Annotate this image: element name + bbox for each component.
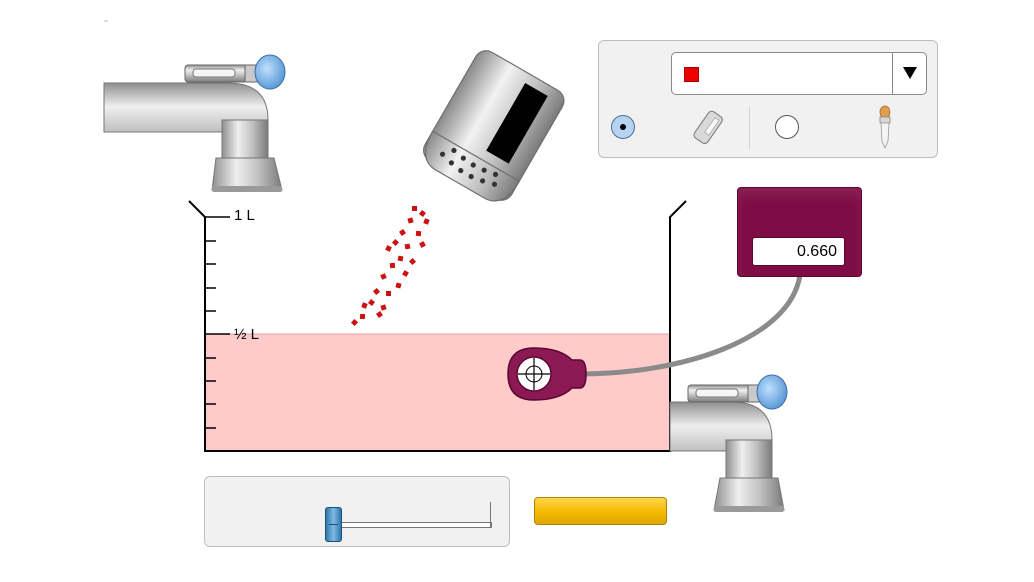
slider-grip [329, 524, 338, 525]
slider-track-end [490, 502, 491, 527]
evaporation-slider-thumb[interactable] [325, 507, 342, 542]
radio-dot [620, 124, 626, 130]
solute-particle [368, 299, 375, 306]
shaker-label [486, 83, 548, 164]
solute-particle [359, 313, 366, 320]
remove-solute-button[interactable] [534, 497, 667, 525]
drain-faucet [669, 374, 788, 512]
solute-particle [376, 311, 383, 318]
solute-particle [415, 230, 422, 237]
concentration-probe[interactable] [507, 347, 587, 401]
solute-color-swatch [684, 67, 699, 82]
evaporation-slider-panel [204, 476, 510, 547]
solute-particle [402, 270, 409, 277]
beaker [188, 200, 687, 452]
solute-particle [385, 290, 392, 297]
solute-particle [423, 218, 430, 225]
solute-particle [350, 318, 359, 327]
solute-particle [407, 217, 414, 224]
concentration-meter[interactable]: 0.660 [737, 187, 862, 277]
shaker-mode-radio[interactable] [611, 115, 635, 139]
solution [205, 334, 670, 451]
meter-wire [577, 272, 803, 377]
solute-particle [361, 302, 368, 309]
input-faucet [103, 54, 286, 192]
solute-particles [350, 206, 430, 327]
solute-particle [408, 257, 417, 266]
solute-particle [395, 282, 402, 289]
solute-particle [380, 304, 387, 311]
shaker[interactable] [417, 46, 569, 209]
solute-particle [391, 238, 400, 247]
evaporation-slider-track[interactable] [327, 522, 492, 528]
volume-ticks [205, 216, 230, 429]
solute-particle [418, 209, 427, 218]
solute-particle [380, 273, 387, 280]
solute-particle [385, 245, 392, 252]
solute-particle [404, 243, 411, 250]
mode-divider [749, 107, 750, 149]
combo-divider [892, 53, 893, 94]
volume-label-half: ½ L [234, 326, 260, 343]
shaker-icon[interactable] [687, 107, 727, 151]
dropper-mode-radio[interactable] [775, 115, 799, 139]
solute-particle [372, 287, 381, 296]
dropper-icon[interactable] [875, 105, 895, 151]
solute-particle [397, 255, 404, 262]
solute-particle [419, 241, 426, 248]
volume-label-full: 1 L [234, 207, 255, 224]
solute-particle [389, 262, 396, 269]
solute-combo-box[interactable] [671, 52, 927, 95]
solute-control-panel [598, 40, 938, 158]
solute-particle [399, 229, 406, 236]
chevron-down-icon[interactable] [903, 66, 917, 80]
solute-particle [412, 206, 417, 211]
meter-readout: 0.660 [752, 237, 845, 266]
